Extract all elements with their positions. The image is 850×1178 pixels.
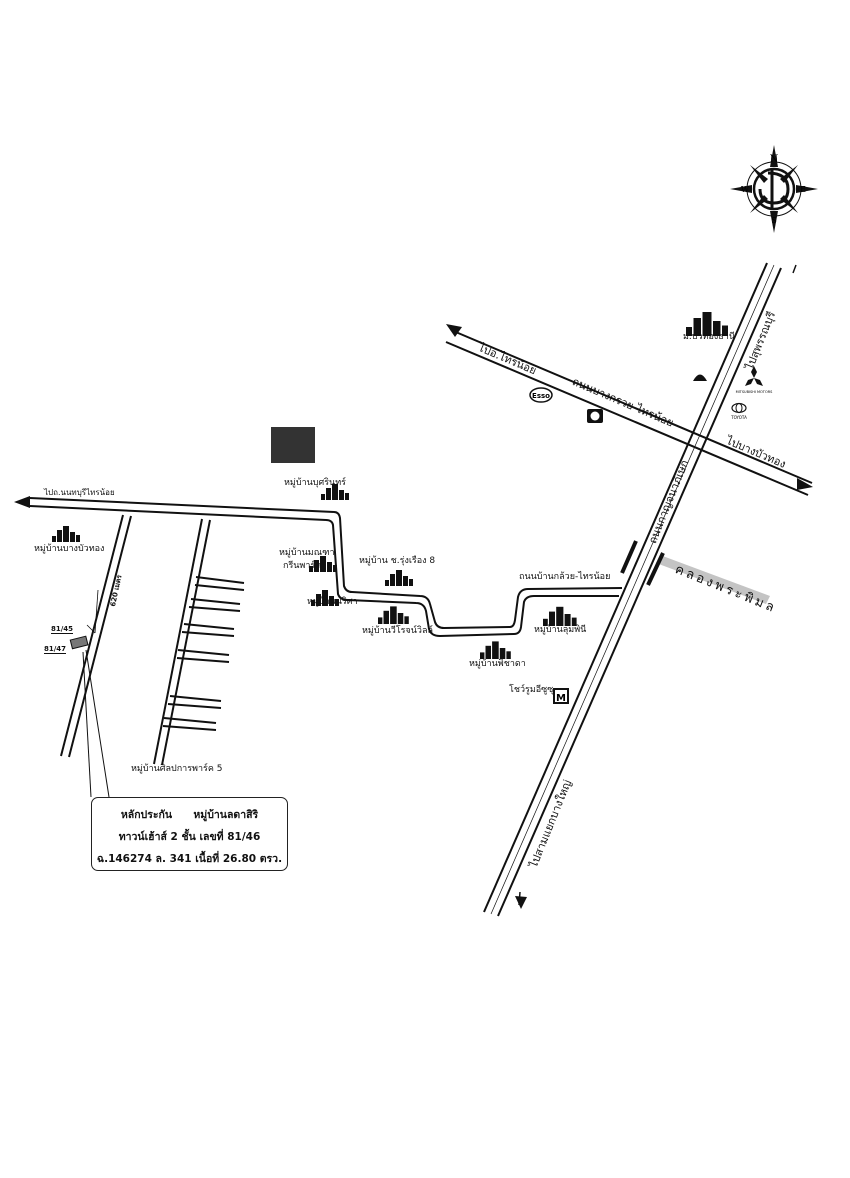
building-cluster-icon bbox=[385, 570, 413, 586]
building-cluster-icon bbox=[52, 526, 80, 542]
road-main-left bbox=[29, 497, 335, 521]
mitsubishi-logo-icon bbox=[751, 366, 757, 378]
info-deed: ฉ.146274 ล. 341 เนื้อที่ 26.80 ตรว. bbox=[96, 853, 283, 865]
place-label-bang-bua-thong: หมู่บ้านบางบัวทอง bbox=[34, 544, 105, 554]
building-cluster-icon bbox=[686, 312, 728, 336]
svg-text:S: S bbox=[771, 216, 776, 225]
road-bang-kruai-sai-noi bbox=[445, 329, 813, 496]
place-label-buririn: หมู่บ้านบุศรินทร์ bbox=[284, 478, 346, 488]
road-label-ban-kluai-sai-noi: ถนนบ้านกล้วย-ไทรน้อย bbox=[519, 572, 611, 582]
info-village: หมู่บ้านลดาสิริ bbox=[193, 809, 259, 821]
place-label-narisa: หมู่บ้านนริศา bbox=[307, 597, 358, 607]
plot-label-81-45: 81/45 bbox=[51, 625, 74, 634]
place-label-silpakorn-park: หมู่บ้านศิลปการพาร์ค 5 bbox=[131, 764, 223, 774]
mitsubishi-label: MITSUBISHI MOTORS bbox=[736, 390, 774, 394]
landmark-square-icon bbox=[271, 427, 315, 463]
toyota-label: TOYOTA bbox=[730, 415, 747, 420]
plot-label-81-47: 81/47 bbox=[44, 645, 67, 654]
building-cluster-icon bbox=[543, 606, 577, 626]
place-label-bua-thong-thani: ม.บัวทองธานี bbox=[683, 332, 735, 342]
building-cluster-icon bbox=[309, 556, 337, 572]
svg-text:N: N bbox=[770, 154, 779, 165]
building-cluster-icon bbox=[378, 606, 409, 624]
place-label-rungruang: หมู่บ้าน ช.รุ่งเรือง 8 bbox=[359, 556, 436, 566]
leader-line bbox=[85, 649, 110, 798]
compass-rose-icon: N S E W bbox=[730, 145, 818, 233]
place-label-green-park-1: หมู่บ้านมณฑา bbox=[279, 548, 335, 558]
isuzu-showroom-icon bbox=[553, 688, 569, 704]
svg-text:E: E bbox=[800, 185, 806, 194]
bridge-mark bbox=[620, 540, 638, 574]
place-label-isuzu: โชว์รูมอีซูซุ bbox=[509, 685, 554, 695]
plot-81-46-marker bbox=[69, 635, 89, 650]
arrow-east-icon bbox=[797, 478, 813, 490]
collateral-info-box: หลักประกัน หมู่บ้านลดาสิริ ทาวน์เฮ้าส์ 2… bbox=[91, 797, 288, 871]
road-kanchanaphisek bbox=[483, 262, 782, 917]
canal-phra-phimon bbox=[656, 555, 770, 604]
building-cluster-icon bbox=[480, 641, 511, 659]
place-label-green-park-2: กรีนพาร์ค bbox=[283, 561, 322, 571]
arrow-west-icon bbox=[14, 496, 30, 508]
road-ban-kluai-sai-noi bbox=[325, 511, 623, 638]
building-cluster-icon bbox=[311, 590, 339, 606]
svg-text:W: W bbox=[741, 185, 750, 194]
arrow-south-icon bbox=[515, 896, 527, 909]
road-label-to-nonthaburi: ไปถ.นนทบุรีไทรน้อย bbox=[44, 488, 115, 497]
info-collateral: หลักประกัน bbox=[120, 809, 173, 821]
place-label-viroj-ville: หมู่บ้านวีโรจน์วิลล์ bbox=[362, 626, 434, 636]
esso-label: Esso bbox=[532, 392, 550, 400]
building-cluster-icon bbox=[321, 484, 349, 500]
bridge-mark bbox=[646, 552, 665, 586]
road-silpakorn-park bbox=[153, 518, 245, 766]
road-left-branch bbox=[60, 514, 132, 758]
toyota-logo-icon bbox=[731, 402, 747, 414]
esso-logo-icon bbox=[529, 387, 553, 403]
shell-logo-icon bbox=[693, 374, 707, 381]
place-label-pichada: หมู่บ้านพิชาดา bbox=[469, 659, 526, 669]
svg-text:M: M bbox=[556, 693, 566, 704]
info-townhouse: ทาวน์เฮ้าส์ 2 ชั้น เลขที่ 81/46 bbox=[118, 831, 261, 843]
place-label-lumpini: หมู่บ้านลุมพินี bbox=[534, 625, 587, 635]
arrow-west-icon bbox=[446, 324, 462, 337]
